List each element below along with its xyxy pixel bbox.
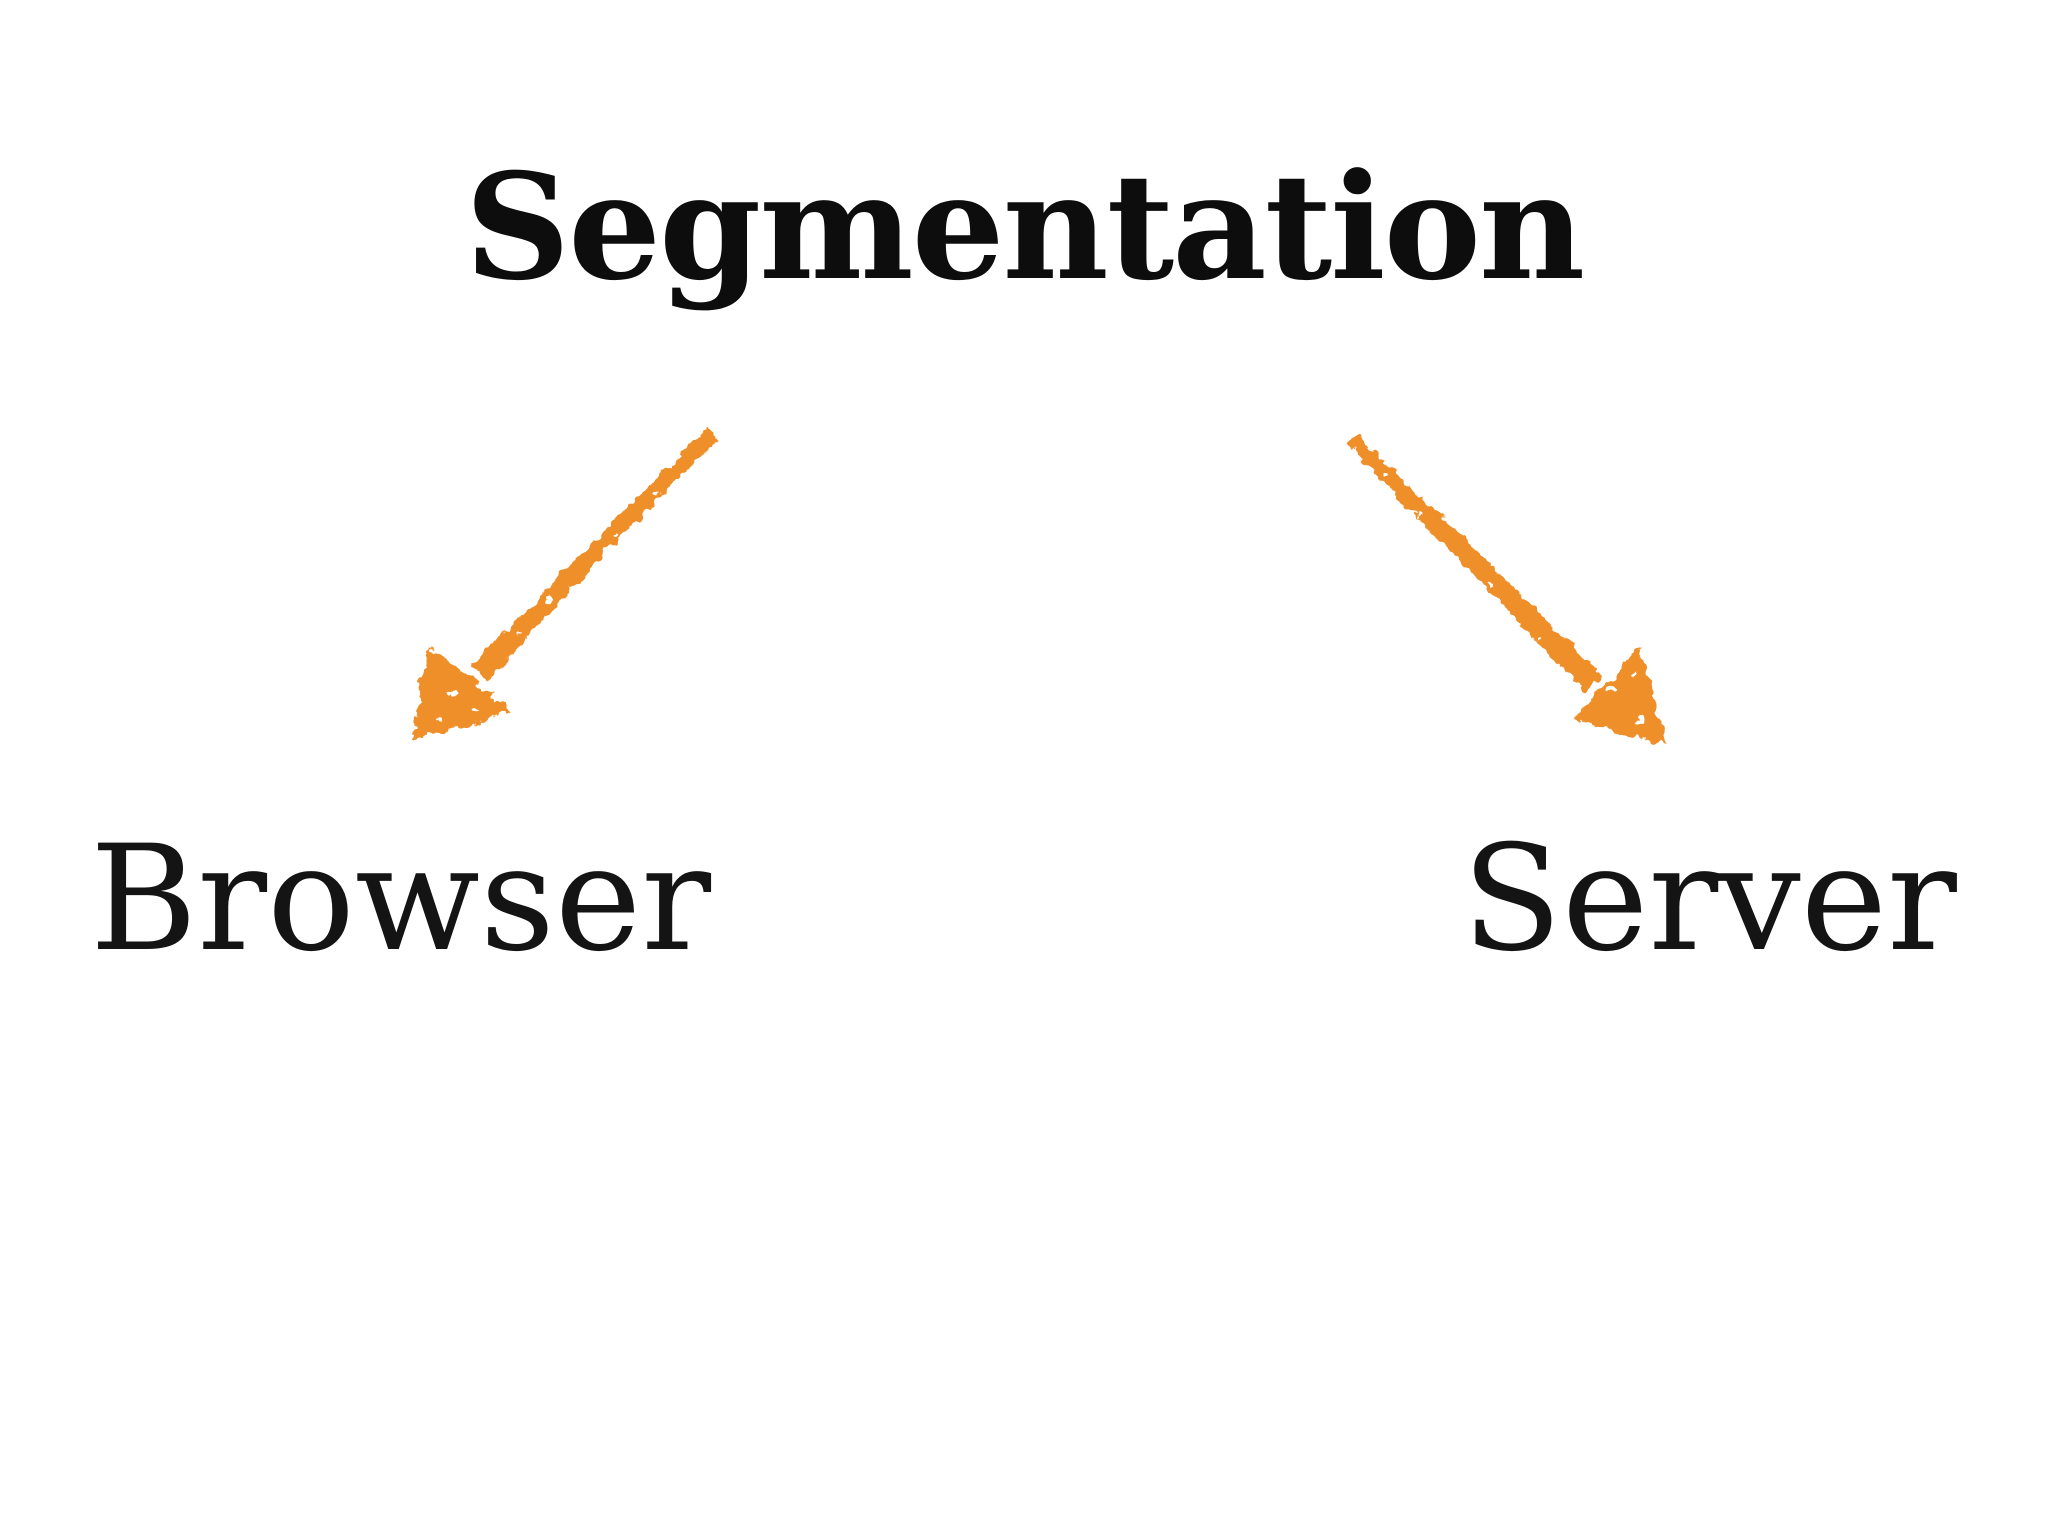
slide-title: Segmentation <box>464 142 1585 313</box>
arrow-down-right-icon <box>1347 434 1665 745</box>
arrow-down-left-icon <box>412 429 717 739</box>
arrow-shape <box>412 429 717 739</box>
arrow-shape <box>1347 434 1665 745</box>
node-label-browser: Browser <box>90 814 712 984</box>
node-label-server: Server <box>1462 814 1957 984</box>
